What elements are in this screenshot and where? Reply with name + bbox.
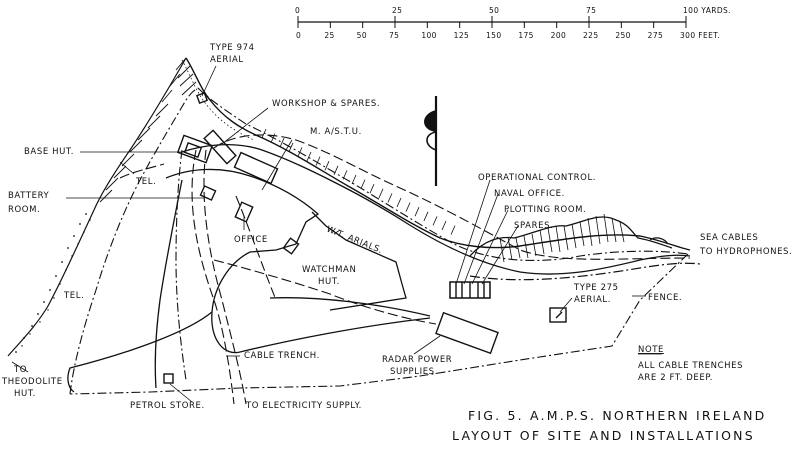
operational-control-block: [449, 281, 491, 299]
leader-lines: [11, 65, 646, 403]
label-type-275: TYPE 275: [573, 283, 619, 293]
label-battery: BATTERY: [8, 191, 50, 201]
cliff-hatch-mark: [360, 179, 366, 189]
label-fence: FENCE.: [648, 293, 682, 303]
feet-tick-label: 225: [583, 31, 599, 40]
label-office: OFFICE: [234, 235, 268, 245]
label-to-hydrophones: TO HYDROPHONES.: [699, 247, 792, 257]
label-spares: SPARES.: [514, 221, 553, 231]
feet-tick-label: 0: [296, 31, 301, 40]
yard-tick-label: 25: [392, 6, 402, 15]
cliff-hatch-mark: [432, 216, 438, 226]
cliff-hatch-mark: [387, 193, 393, 203]
label-room: ROOM.: [8, 205, 40, 215]
label-note-line-1: ALL CABLE TRENCHES: [638, 361, 743, 371]
workshop-building: [203, 129, 237, 165]
label-type-974: TYPE 974: [209, 43, 255, 53]
feet-tick-label: 150: [486, 31, 502, 40]
feet-tick-label: 100: [421, 31, 437, 40]
label-aerial-974: AERIAL: [210, 55, 244, 65]
label-radar-power: RADAR POWER: [382, 355, 452, 365]
cliff-hatch-mark: [315, 156, 321, 166]
label-to: TO: [13, 365, 27, 375]
title-line-1: FIG. 5. A.M.P.S. NORTHERN IRELAND: [468, 408, 766, 423]
cliff-hatch-mark: [414, 207, 420, 217]
feet-tick-label: 75: [389, 31, 399, 40]
mastu-building: [233, 151, 279, 185]
cliff-hatch-mark: [423, 211, 429, 221]
yard-tick-label: 50: [489, 6, 499, 15]
cliff-hatch-mark: [450, 225, 456, 235]
label-petrol-store: PETROL STORE.: [130, 401, 205, 411]
feet-tick-label: 50: [357, 31, 367, 40]
cliff-hatch-mark: [351, 174, 357, 185]
cliff-hatch-mark: [369, 184, 375, 194]
sea-cable: [469, 262, 701, 281]
label-note-line-2: ARE 2 FT. DEEP.: [638, 373, 713, 383]
watchman-hut-building: [282, 237, 300, 255]
label-aerial-275: AERIAL.: [574, 295, 611, 305]
figure-title: FIG. 5. A.M.P.S. NORTHERN IRELAND LAYOUT…: [452, 408, 766, 443]
feet-tick-label: 275: [648, 31, 664, 40]
site-roads: [67, 144, 691, 393]
label-naval-office: NAVAL OFFICE.: [494, 189, 565, 199]
type-974-aerial-building: [195, 91, 209, 105]
label-tel-1: TEL.: [135, 177, 156, 187]
cliff-hatch-mark: [396, 197, 402, 208]
label-workshop: WORKSHOP & SPARES.: [272, 99, 380, 109]
office-building: [234, 201, 254, 223]
label-watchman: WATCHMAN: [302, 265, 356, 275]
radar-power-supplies-building: [435, 311, 499, 355]
label-cable-trench: CABLE TRENCH.: [244, 351, 320, 361]
label-sea-cables: SEA CABLES: [700, 233, 758, 243]
yard-tick-label: 0: [295, 6, 300, 15]
label-supplies: SUPPLIES.: [390, 367, 438, 377]
buildings: [163, 91, 567, 384]
cliff-hatch-mark: [306, 151, 312, 162]
cliff-hatch-mark: [279, 138, 285, 148]
north-arrow-icon: [424, 96, 438, 186]
label-wt-aerials: W.T. ARIALS.: [325, 225, 384, 257]
label-hut: HUT.: [14, 389, 36, 399]
scale-bar: [297, 16, 687, 28]
label-tel-2: TEL.: [63, 291, 84, 301]
feet-tick-label: 125: [454, 31, 470, 40]
petrol-store-building: [163, 373, 174, 384]
label-electricity-supply: TO ELECTRICITY SUPPLY.: [245, 401, 362, 411]
feet-tick-label: 250: [615, 31, 631, 40]
label-watchman-hut: HUT.: [318, 277, 340, 287]
base-hut-inner: [183, 142, 203, 158]
feet-tick-label: 300 FEET.: [680, 31, 720, 40]
cliff-hatch-mark: [405, 202, 411, 212]
yard-tick-label: 75: [586, 6, 596, 15]
cliff-hatch-mark: [333, 165, 339, 175]
battery-room-building: [199, 185, 217, 201]
map-labels: TYPE 974 AERIAL WORKSHOP & SPARES. M. A/…: [1, 43, 792, 411]
cliff-hatch-mark: [378, 188, 384, 198]
label-base-hut: BASE HUT.: [24, 147, 74, 157]
label-operational-control: OPERATIONAL CONTROL.: [478, 173, 596, 183]
cable-trenches: [119, 134, 691, 405]
yard-tick-label: 100 YARDS.: [683, 6, 731, 15]
perimeter-fence: [69, 87, 689, 395]
feet-tick-label: 200: [551, 31, 567, 40]
base-hut-building: [176, 134, 214, 164]
cliff-hatch-mark: [441, 220, 447, 231]
feet-tick-label: 175: [518, 31, 534, 40]
label-plotting-room: PLOTTING ROOM.: [504, 205, 586, 215]
title-line-2: LAYOUT OF SITE AND INSTALLATIONS: [452, 428, 755, 443]
cliff-hatch-mark: [324, 161, 330, 171]
label-theodolite: THEODOLITE: [1, 377, 63, 387]
feet-tick-label: 25: [324, 31, 334, 40]
label-note: NOTE: [638, 345, 664, 355]
label-mastu: M. A/S.T.U.: [310, 127, 362, 137]
type-275-aerial-building: [549, 307, 567, 323]
